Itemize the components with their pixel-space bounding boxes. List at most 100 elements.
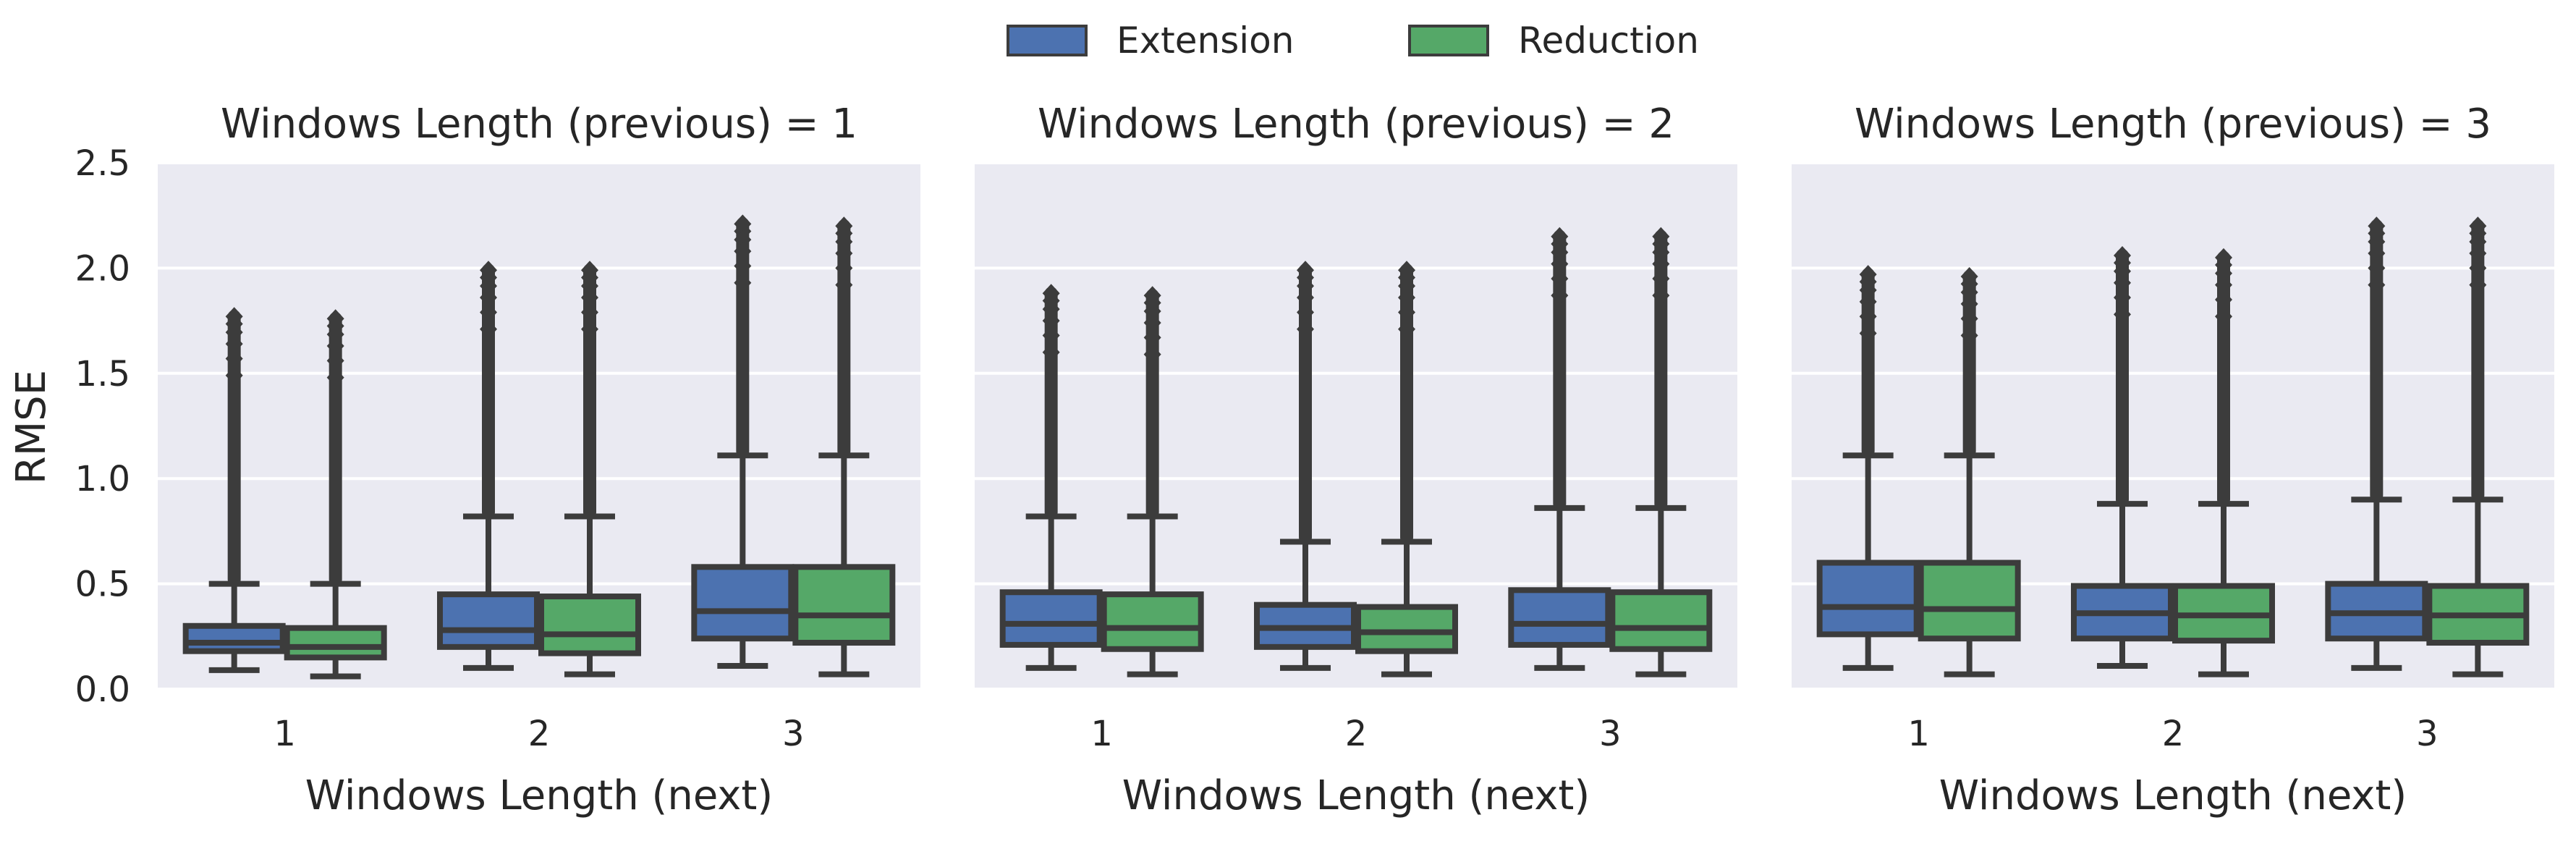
x-tick-label: 3 bbox=[2416, 714, 2439, 754]
y-tick-label: 2.5 bbox=[75, 143, 130, 184]
box-extension-2 bbox=[2071, 245, 2174, 670]
x-axis-label: Windows Length (next) bbox=[1122, 772, 1590, 819]
outlier-marker bbox=[835, 244, 853, 263]
outlier-marker bbox=[326, 351, 344, 371]
outlier-marker bbox=[1143, 302, 1161, 321]
legend-swatch-reduction bbox=[1408, 25, 1489, 56]
outlier-marker bbox=[1143, 345, 1161, 364]
outlier-marker bbox=[1398, 276, 1415, 296]
y-tick-label: 1.5 bbox=[75, 354, 130, 394]
outlier-marker bbox=[1143, 328, 1161, 347]
outlier-marker bbox=[225, 323, 243, 342]
x-axis-label: Windows Length (next) bbox=[305, 772, 774, 819]
outlier-marker bbox=[1652, 269, 1670, 288]
outlier-marker bbox=[1297, 276, 1314, 296]
outlier-marker bbox=[480, 276, 497, 296]
outlier-marker bbox=[1859, 280, 1877, 300]
outlier-marker bbox=[1859, 307, 1877, 326]
outlier-marker bbox=[2469, 244, 2487, 263]
box-reduction-1 bbox=[284, 309, 387, 680]
y-axis-label: RMSE bbox=[8, 370, 55, 484]
outlier-marker bbox=[835, 275, 853, 295]
outlier-marker bbox=[2368, 244, 2386, 263]
box-reduction-3 bbox=[2426, 216, 2530, 677]
box-iqr bbox=[691, 564, 795, 642]
box-iqr bbox=[538, 594, 641, 656]
panels: 0.0 0.5 1.0 1.5 2.0 2.5 Windows Length (previo… bbox=[75, 101, 2554, 819]
box-extension-1 bbox=[999, 284, 1103, 671]
outlier-marker bbox=[1398, 319, 1415, 339]
outlier-marker bbox=[2368, 275, 2386, 295]
outlier-marker bbox=[1551, 242, 1569, 262]
outlier-marker bbox=[1859, 324, 1877, 343]
x-tick-label: 3 bbox=[782, 714, 805, 754]
outlier-marker bbox=[326, 368, 344, 387]
box-reduction-2 bbox=[1355, 261, 1458, 677]
box-iqr bbox=[1918, 559, 2021, 642]
box-reduction-3 bbox=[792, 216, 896, 677]
outlier-marker bbox=[734, 242, 752, 261]
outlier-marker bbox=[1042, 342, 1060, 362]
outlier-marker bbox=[581, 303, 598, 322]
outlier-marker bbox=[581, 276, 598, 296]
outlier-marker bbox=[1297, 319, 1314, 339]
outlier-marker bbox=[734, 230, 752, 250]
outlier-marker bbox=[1297, 303, 1314, 322]
panel-title: Windows Length (previous) = 1 bbox=[221, 101, 857, 148]
outlier-marker bbox=[1143, 313, 1161, 333]
box-iqr bbox=[999, 589, 1103, 648]
box-extension-1 bbox=[1816, 265, 1920, 671]
box-iqr bbox=[1609, 589, 1713, 652]
x-tick-label: 3 bbox=[1599, 714, 1622, 754]
x-tick-label: 2 bbox=[528, 714, 551, 754]
box-iqr bbox=[284, 625, 387, 661]
outlier-marker bbox=[2469, 275, 2487, 295]
outlier-marker bbox=[1042, 300, 1060, 319]
box-extension-3 bbox=[691, 214, 795, 670]
box-iqr bbox=[182, 622, 286, 654]
outlier-marker bbox=[581, 288, 598, 308]
outlier-marker bbox=[835, 232, 853, 252]
outlier-marker bbox=[2469, 232, 2487, 252]
outlier-marker bbox=[326, 336, 344, 355]
box-iqr bbox=[1355, 604, 1458, 654]
outlier-marker bbox=[1960, 326, 1978, 345]
outlier-marker bbox=[2114, 305, 2131, 324]
y-tick-label: 1.0 bbox=[75, 459, 130, 499]
outlier-marker bbox=[1042, 326, 1060, 345]
box-iqr bbox=[792, 564, 896, 646]
outlier-marker bbox=[1652, 242, 1670, 262]
box-extension-1 bbox=[182, 307, 286, 673]
outlier-marker bbox=[225, 349, 243, 368]
outlier-marker bbox=[1960, 282, 1978, 302]
outlier-marker bbox=[1652, 254, 1670, 274]
outlier-marker bbox=[480, 303, 497, 322]
outlier-marker bbox=[1297, 288, 1314, 308]
outlier-marker bbox=[2215, 275, 2232, 295]
box-extension-2 bbox=[437, 261, 540, 671]
box-reduction-2 bbox=[2172, 248, 2275, 677]
y-tick-label: 0.5 bbox=[75, 565, 130, 605]
outlier-marker bbox=[1551, 286, 1569, 305]
outlier-marker bbox=[1960, 309, 1978, 329]
x-tick-label: 1 bbox=[1907, 714, 1930, 754]
legend-label-extension: Extension bbox=[1117, 20, 1294, 62]
outlier-marker bbox=[1551, 269, 1569, 288]
outlier-marker bbox=[480, 288, 497, 308]
outlier-marker bbox=[2368, 258, 2386, 278]
outlier-marker bbox=[480, 319, 497, 339]
y-tick-label: 0.0 bbox=[75, 670, 130, 710]
x-tick-label: 1 bbox=[1090, 714, 1113, 754]
box-iqr bbox=[437, 591, 540, 650]
box-reduction-1 bbox=[1101, 286, 1204, 677]
outlier-marker bbox=[734, 256, 752, 276]
legend-label-reduction: Reduction bbox=[1518, 20, 1699, 62]
y-tick-label: 2.0 bbox=[75, 248, 130, 289]
outlier-marker bbox=[326, 325, 344, 345]
outlier-marker bbox=[1042, 311, 1060, 331]
legend: Extension Reduction bbox=[1007, 20, 1699, 62]
box-extension-2 bbox=[1254, 261, 1357, 671]
panel-title: Windows Length (previous) = 2 bbox=[1038, 101, 1674, 148]
